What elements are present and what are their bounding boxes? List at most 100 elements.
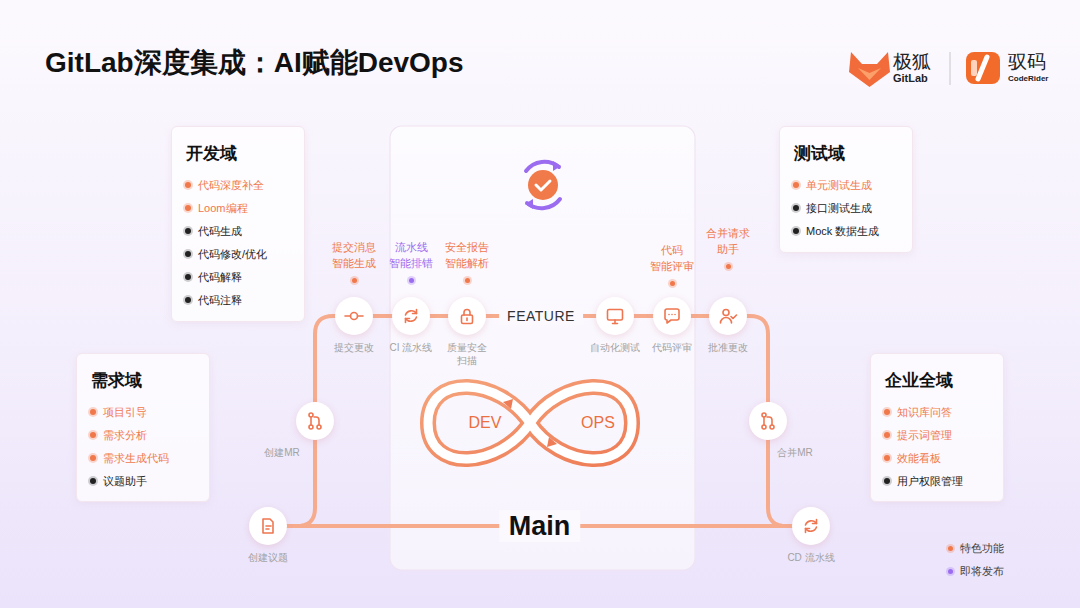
bullet-dot <box>884 455 890 461</box>
list-item: 需求生成代码 <box>90 450 201 466</box>
step-label: 合并MR <box>765 446 825 459</box>
bullet-dot <box>185 182 191 188</box>
bullet-dot <box>185 228 191 234</box>
ai-check-icon <box>525 161 561 209</box>
feature-callout: 安全报告 智能解析 <box>445 239 489 271</box>
item-text: 知识库问答 <box>897 404 995 420</box>
item-text: 用户权限管理 <box>897 473 995 489</box>
feature-callout: 流水线 智能排错 <box>389 239 433 271</box>
pipeline-line <box>430 314 448 318</box>
domain-box: 需求域项目引导需求分析需求生成代码议题助手 <box>76 353 210 502</box>
list-item: 提示词管理 <box>884 427 995 443</box>
infinity-symbol <box>428 387 632 459</box>
bullet-dot <box>185 274 191 280</box>
logo-divider <box>950 52 951 85</box>
logo-text: 极狐 <box>893 51 931 73</box>
process-circle: 自动化测试 <box>596 297 634 335</box>
feature-callout: 合并请求 助手 <box>706 225 750 257</box>
item-text: 代码深度补全 <box>198 177 296 193</box>
process-circle: CI 流水线 <box>392 297 430 335</box>
process-circle: 合并MR <box>749 402 787 440</box>
node-icon <box>605 306 625 326</box>
pipeline-line <box>373 314 392 318</box>
bullet-dot <box>793 228 799 234</box>
list-item: 项目引导 <box>90 404 201 420</box>
bullet-dot <box>185 297 191 303</box>
item-text: 需求生成代码 <box>103 450 201 466</box>
process-circle: 创建议题 <box>249 507 287 545</box>
bullet-dot <box>793 205 799 211</box>
pipeline-line <box>315 316 335 402</box>
box-heading: 测试域 <box>794 143 845 165</box>
list-item: 效能看板 <box>884 450 995 466</box>
node-icon <box>662 306 682 326</box>
center-panel <box>390 126 695 570</box>
bullet-dot <box>884 432 890 438</box>
box-heading: 开发域 <box>186 143 237 165</box>
bullet-dot <box>185 251 191 257</box>
step-label: 创建议题 <box>238 551 298 564</box>
pipeline-line <box>747 316 768 402</box>
callout-dot <box>409 278 414 283</box>
step-label: 质量安全 扫描 <box>437 341 497 367</box>
item-text: 接口测试生成 <box>806 200 904 216</box>
logo-text: 驭码 <box>1008 51 1046 73</box>
node-icon <box>758 411 778 431</box>
item-text: 提示词管理 <box>897 427 995 443</box>
list-item: 知识库问答 <box>884 404 995 420</box>
process-circle: 批准更改 <box>709 297 747 335</box>
domain-box: 测试域单元测试生成接口测试生成Mock 数据生成 <box>779 126 913 253</box>
callout-dot <box>352 278 357 283</box>
callout-dot <box>726 264 731 269</box>
bullet-dot <box>793 182 799 188</box>
bullet-dot <box>90 455 96 461</box>
item-text: 代码注释 <box>198 292 296 308</box>
list-item: 代码注释 <box>185 292 296 308</box>
list-item: 需求分析 <box>90 427 201 443</box>
list-item: 代码生成 <box>185 223 296 239</box>
bullet-dot <box>90 409 96 415</box>
bullet-dot <box>884 478 890 484</box>
legend-text: 特色功能 <box>960 541 1004 555</box>
box-heading: 企业全域 <box>885 370 953 392</box>
step-label: 代码评审 <box>642 341 702 354</box>
node-icon <box>718 306 738 326</box>
gitlab-logo <box>849 52 890 87</box>
box-heading: 需求域 <box>91 370 142 392</box>
coderider-logo <box>966 52 1000 84</box>
item-text: 代码解释 <box>198 269 296 285</box>
step-label: CD 流水线 <box>781 551 841 564</box>
list-item: 议题助手 <box>90 473 201 489</box>
feature-callout: 代码 智能评审 <box>650 242 694 274</box>
loop-label: DEV <box>469 414 502 432</box>
logo-text: CodeRider <box>1008 74 1048 84</box>
pipeline-line <box>634 314 653 318</box>
line-label: FEATURE <box>499 307 583 325</box>
item-text: 代码修改/优化 <box>198 246 296 262</box>
step-label: 提交更改 <box>324 341 384 354</box>
node-icon <box>401 306 421 326</box>
logo-text: GitLab <box>893 72 928 85</box>
list-item: 用户权限管理 <box>884 473 995 489</box>
node-icon <box>801 516 821 536</box>
bullet-dot <box>185 205 191 211</box>
step-label: 创建MR <box>252 446 312 459</box>
legend-text: 即将发布 <box>960 564 1004 578</box>
legend-swatch <box>948 546 953 551</box>
bullet-dot <box>884 409 890 415</box>
domain-box: 开发域代码深度补全 Loom编程代码生成代码修改/优化代码解释代码注释 <box>171 126 305 322</box>
item-text: 项目引导 <box>103 404 201 420</box>
list-item: 接口测试生成 <box>793 200 904 216</box>
item-text: Loom编程 <box>198 200 296 216</box>
callout-dot <box>670 281 675 286</box>
list-item: 单元测试生成 <box>793 177 904 193</box>
loop-label: OPS <box>581 414 615 432</box>
item-text: 效能看板 <box>897 450 995 466</box>
list-item: 代码解释 <box>185 269 296 285</box>
line-label: Main <box>499 510 581 542</box>
bullet-dot <box>90 478 96 484</box>
item-text: 需求分析 <box>103 427 201 443</box>
process-circle: CD 流水线 <box>792 507 830 545</box>
item-text: 议题助手 <box>103 473 201 489</box>
